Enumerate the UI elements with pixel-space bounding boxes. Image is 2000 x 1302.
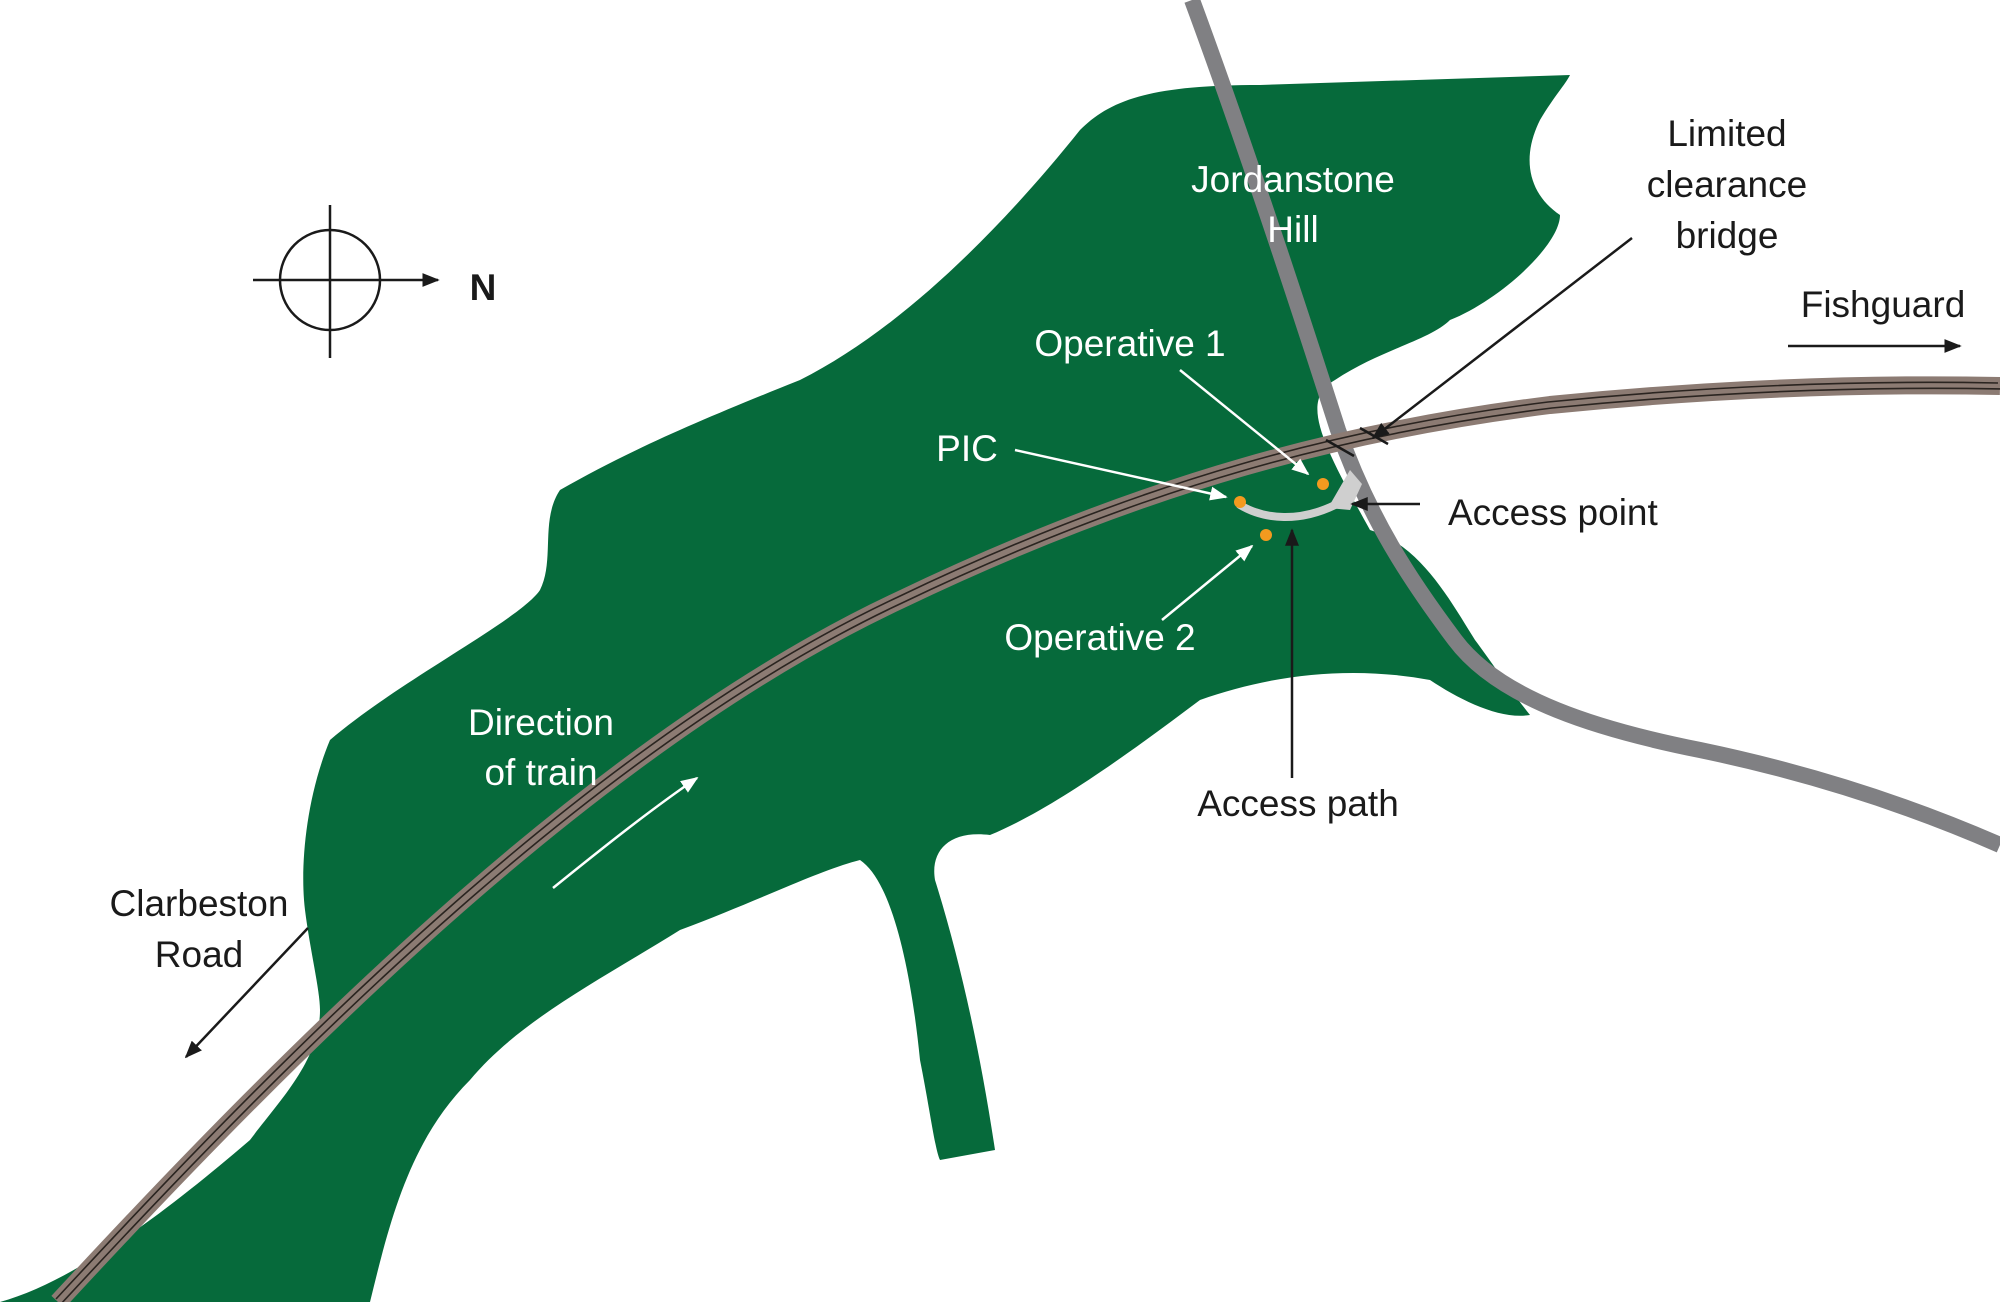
- fishguard-label: Fishguard: [1801, 284, 1966, 325]
- access-point-label: Access point: [1448, 492, 1658, 533]
- access-path-label: Access path: [1197, 783, 1399, 824]
- operative-2-marker: [1260, 529, 1272, 541]
- road: [1184, 0, 2000, 853]
- hill-label-line1: Jordanstone: [1191, 159, 1395, 200]
- clarbeston-arrow: [184, 927, 309, 1059]
- clarbeston-label-line1: Clarbeston: [110, 883, 289, 924]
- pic-label: PIC: [936, 428, 998, 469]
- clarbeston-label-line2: Road: [155, 934, 243, 975]
- pic-marker: [1234, 496, 1246, 508]
- compass-crosshair-icon: [253, 205, 440, 358]
- woodland-area: [0, 75, 1570, 1302]
- bridge-label-line2: clearance: [1647, 164, 1807, 205]
- access-path: [1236, 501, 1339, 521]
- direction-label-line2: of train: [484, 752, 597, 793]
- railway-track: [51, 376, 2000, 1302]
- operative-1-label: Operative 1: [1034, 323, 1225, 364]
- bridge-label-line3: bridge: [1676, 215, 1779, 256]
- operative-2-arrow: [1161, 544, 1254, 621]
- operative-1-marker: [1317, 478, 1329, 490]
- operative-1-arrow: [1179, 369, 1310, 476]
- pic-arrow: [1014, 448, 1228, 501]
- north-label: N: [470, 267, 497, 308]
- operative-2-label: Operative 2: [1004, 617, 1195, 658]
- direction-of-train-arrow: [552, 776, 699, 889]
- direction-label-line1: Direction: [468, 702, 614, 743]
- bridge-label-line1: Limited: [1667, 113, 1786, 154]
- bridge-arrow: [1371, 237, 1633, 440]
- hill-label-line2: Hill: [1267, 209, 1318, 250]
